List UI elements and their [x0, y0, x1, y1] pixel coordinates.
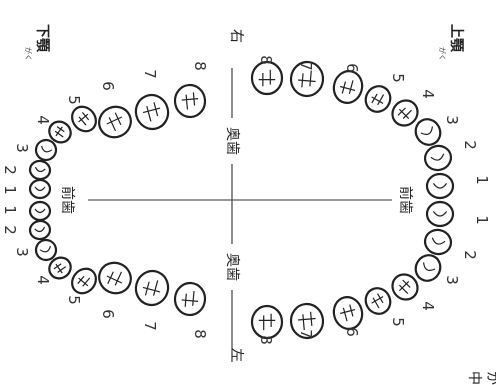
- tooth-lower-left-1: [30, 202, 50, 220]
- tooth-upper-right-2: [422, 143, 453, 173]
- tooth-number-lower-right-7: 7: [141, 69, 159, 79]
- tooth-lower-left-8: [174, 282, 207, 316]
- side-label-left: 左: [228, 348, 244, 362]
- tooth-lower-right-1: [30, 180, 50, 198]
- tooth-number-upper-right-7: 7: [297, 61, 315, 71]
- tooth-lower-left-2: [29, 219, 52, 240]
- tooth-number-lower-right-6: 6: [99, 81, 117, 91]
- tooth-lower-left-6: [94, 258, 136, 299]
- upper-jaw-label: 上顎: [448, 24, 464, 53]
- tooth-number-lower-left-4: 4: [34, 275, 52, 285]
- tooth-number-upper-right-8: 8: [257, 55, 275, 65]
- cut-off-text-2: 中: [466, 371, 482, 385]
- tooth-number-upper-left-2: 2: [461, 250, 479, 260]
- tooth-number-upper-right-6: 6: [343, 63, 361, 73]
- tooth-lower-right-8: [174, 84, 207, 118]
- tooth-number-lower-right-5: 5: [65, 95, 83, 105]
- tooth-number-lower-left-7: 7: [141, 321, 159, 331]
- tooth-number-upper-right-3: 3: [443, 115, 461, 125]
- tooth-upper-left-2: [422, 227, 453, 257]
- tooth-number-upper-left-5: 5: [389, 317, 407, 327]
- tooth-upper-right-1: [427, 174, 453, 198]
- tooth-number-upper-left-3: 3: [443, 275, 461, 285]
- tooth-number-lower-right-8: 8: [191, 61, 209, 71]
- tooth-upper-left-5: [361, 284, 395, 319]
- tooth-number-upper-left-7: 7: [297, 329, 315, 339]
- tooth-upper-right-8: [252, 62, 282, 94]
- tooth-number-lower-left-5: 5: [65, 295, 83, 305]
- tooth-lower-left-7: [132, 267, 172, 308]
- tooth-number-lower-left-3: 3: [13, 247, 31, 257]
- tooth-lower-right-6: [94, 102, 136, 143]
- tooth-upper-right-6: [330, 68, 365, 106]
- tooth-number-lower-right-1: 1: [1, 185, 19, 195]
- tooth-number-upper-right-5: 5: [389, 73, 407, 83]
- cut-off-text-1: か: [484, 371, 496, 385]
- tooth-number-lower-left-6: 6: [99, 309, 117, 319]
- region-label-posterior-top: 奥歯: [224, 127, 241, 155]
- tooth-number-upper-left-6: 6: [343, 327, 361, 337]
- region-label-anterior-upper: 前歯: [397, 186, 414, 214]
- upper-jaw-ruby: がく: [438, 47, 447, 61]
- tooth-upper-right-5: [361, 82, 395, 117]
- tooth-number-upper-right-2: 2: [461, 140, 479, 150]
- lower-jaw-label-text: 下顎: [34, 24, 50, 53]
- tooth-number-upper-left-8: 8: [257, 335, 275, 345]
- tooth-number-upper-right-4: 4: [419, 89, 437, 99]
- tooth-number-lower-right-4: 4: [34, 115, 52, 125]
- lower-jaw-ruby: がく: [24, 47, 33, 61]
- tooth-number-upper-left-1: 1: [473, 215, 491, 225]
- region-label-anterior-lower: 前歯: [59, 186, 76, 214]
- tooth-number-upper-left-4: 4: [419, 301, 437, 311]
- side-label-right: 右: [228, 29, 244, 43]
- tooth-lower-left-5: [67, 264, 101, 298]
- tooth-upper-left-8: [252, 306, 282, 338]
- tooth-number-lower-left-1: 1: [1, 205, 19, 215]
- tooth-lower-right-2: [29, 159, 52, 180]
- tooth-lower-right-7: [132, 91, 172, 132]
- tooth-number-lower-left-2: 2: [1, 225, 19, 235]
- tooth-lower-right-5: [67, 102, 101, 136]
- lower-jaw-label: 下顎: [34, 24, 50, 53]
- tooth-number-lower-left-8: 8: [191, 329, 209, 339]
- tooth-number-lower-right-3: 3: [13, 143, 31, 153]
- tooth-number-upper-right-1: 1: [473, 175, 491, 185]
- region-label-posterior-bottom: 奥歯: [224, 253, 241, 281]
- tooth-number-lower-right-2: 2: [1, 165, 19, 175]
- tooth-upper-left-1: [427, 202, 453, 226]
- upper-jaw-label-text: 上顎: [448, 24, 464, 53]
